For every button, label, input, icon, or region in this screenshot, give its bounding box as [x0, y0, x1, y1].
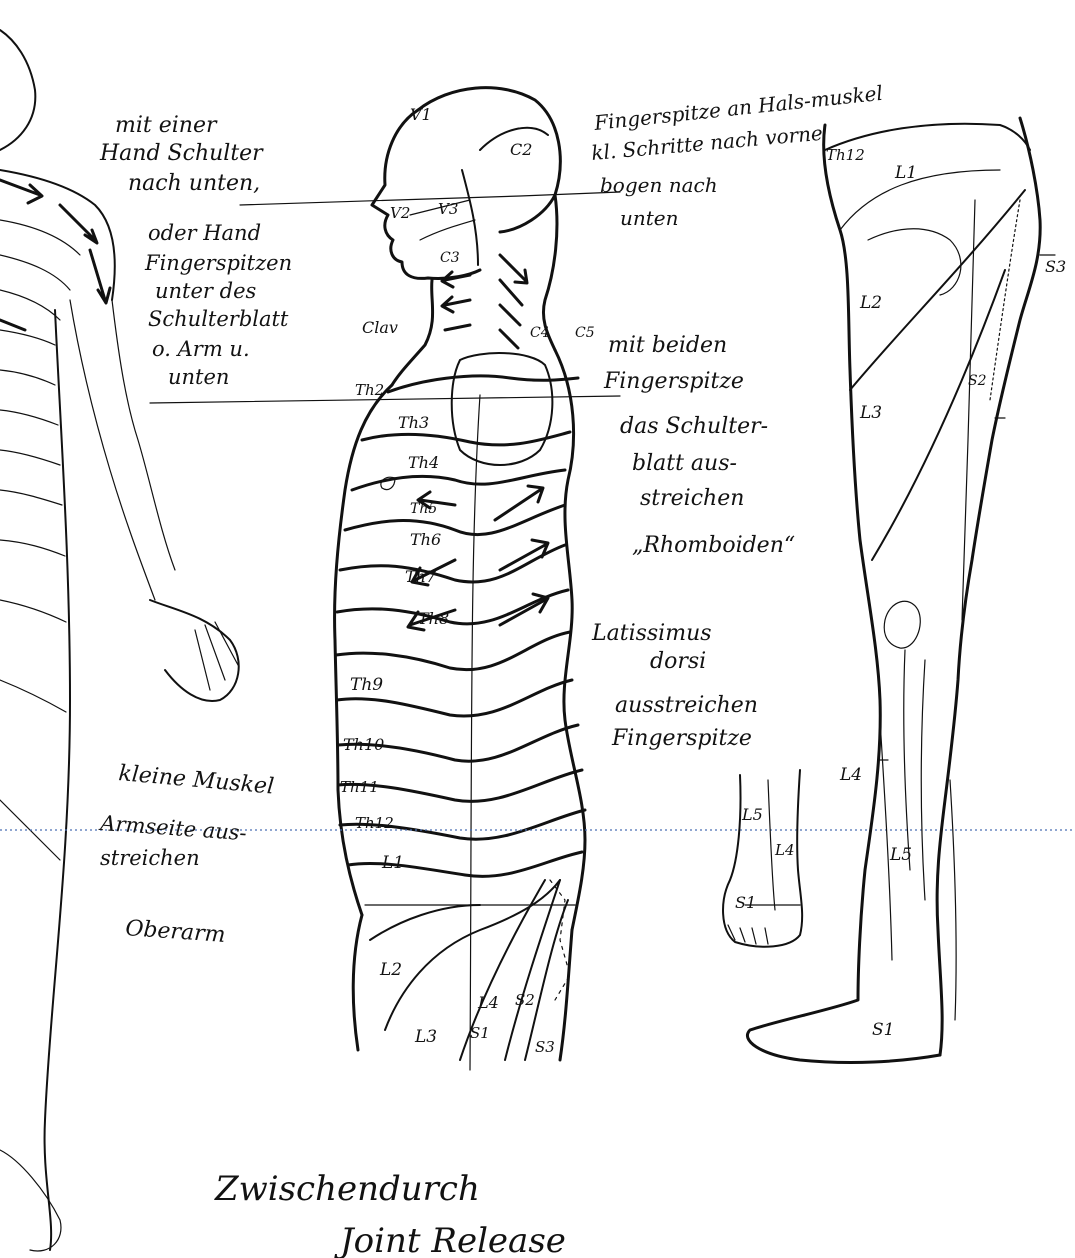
- label-s1: S1: [470, 1024, 490, 1042]
- label-leg-l1: L1: [894, 163, 917, 183]
- label-leg-l2: L2: [859, 293, 882, 313]
- label-th9: Th9: [350, 675, 383, 695]
- note-left-mid-line-1: oder Hand: [148, 221, 261, 245]
- label-th2: Th2: [355, 381, 384, 399]
- note-right-upper-line-4: blatt aus-: [632, 451, 737, 476]
- note-right-mid: Latissimus dorsi ausstreichen Fingerspit…: [591, 621, 758, 751]
- label-leg-s1: S1: [872, 1020, 894, 1040]
- note-left-mid-line-2: Fingerspitzen: [144, 251, 292, 275]
- note-left-lower-line-2: Armseite aus-: [98, 811, 248, 845]
- note-top-right-line-4: unten: [620, 206, 679, 230]
- label-leg-l5: L5: [889, 845, 912, 865]
- note-bottom-line-1: Zwischendurch: [214, 1169, 480, 1209]
- note-bottom-line-2: Joint Release: [334, 1221, 566, 1258]
- label-v3: V3: [438, 200, 458, 218]
- label-c5: C5: [575, 325, 595, 341]
- segment-labels: V1 C2 V2 V3 C3 C4 C5 Clav Th2 Th3 Th4 Th…: [340, 105, 1066, 1056]
- note-right-upper: mit beiden Fingerspitze das Schulter- bl…: [603, 333, 795, 558]
- note-right-mid-line-1: Latissimus: [591, 621, 712, 646]
- label-l1: L1: [381, 853, 404, 873]
- note-right-upper-line-3: das Schulter-: [620, 414, 768, 439]
- torso-front-outline: [335, 385, 392, 915]
- label-th3: Th3: [398, 413, 429, 432]
- label-leg-l4: L4: [839, 765, 862, 785]
- label-c3: C3: [440, 250, 460, 266]
- note-right-mid-line-2: dorsi: [650, 649, 706, 674]
- label-th7: Th7: [405, 567, 437, 586]
- note-top-left: mit einer Hand Schulter nach unten,: [99, 113, 264, 196]
- label-c2: C2: [510, 140, 532, 159]
- label-foot-l5: L5: [741, 805, 763, 824]
- note-left-lower-line-1: kleine Muskel: [117, 761, 275, 799]
- note-left-mid: oder Hand Fingerspitzen unter des Schult…: [144, 221, 292, 389]
- note-left-mid-line-4: Schulterblatt: [148, 307, 289, 331]
- note-top-right-line-1: Fingerspitze an Hals-muskel: [592, 81, 884, 135]
- label-th8: Th8: [418, 609, 449, 628]
- label-leg-th12: Th12: [826, 146, 865, 164]
- note-left-mid-line-5: o. Arm u.: [152, 337, 250, 361]
- label-leg-s2: S2: [968, 373, 987, 389]
- side-torso-figure: [335, 88, 585, 1070]
- label-v1: V1: [410, 105, 432, 124]
- note-left-lower-line-4: Oberarm: [125, 916, 227, 948]
- label-foot-s1: S1: [735, 893, 756, 912]
- label-th11: Th11: [340, 778, 379, 796]
- note-left-mid-line-6: unten: [168, 365, 229, 389]
- note-top-left-line-3: nach unten,: [128, 171, 260, 196]
- label-v2: V2: [390, 204, 410, 222]
- leg-figure: [747, 118, 1055, 1062]
- label-foot-l4: L4: [774, 841, 795, 859]
- note-top-left-line-1: mit einer: [115, 113, 218, 138]
- note-right-upper-line-5: streichen: [640, 486, 744, 511]
- note-top-left-line-2: Hand Schulter: [99, 141, 264, 166]
- note-right-mid-line-3: ausstreichen: [615, 693, 758, 718]
- label-l4: L4: [477, 993, 499, 1012]
- note-top-right-line-3: bogen nach: [600, 173, 718, 197]
- note-right-upper-line-6: „Rhomboiden“: [632, 533, 795, 558]
- label-th4: Th4: [408, 453, 439, 472]
- note-bottom: Zwischendurch Joint Release: [214, 1169, 566, 1258]
- note-left-lower: kleine Muskel Armseite aus- streichen Ob…: [98, 761, 275, 948]
- label-l3: L3: [414, 1027, 437, 1047]
- label-l2: L2: [379, 960, 402, 980]
- reference-line-upper: [240, 192, 620, 205]
- label-th10: Th10: [343, 735, 384, 754]
- label-s3: S3: [535, 1038, 555, 1056]
- note-right-mid-line-4: Fingerspitze: [611, 726, 752, 751]
- label-clav: Clav: [362, 318, 398, 337]
- note-right-upper-line-1: mit beiden: [608, 333, 727, 358]
- label-th12: Th12: [355, 814, 394, 832]
- neck-outline: [392, 280, 433, 385]
- note-left-lower-line-3: streichen: [100, 846, 200, 870]
- front-figure-partial: [0, 30, 239, 1251]
- torso-back-outline: [555, 350, 585, 930]
- label-c4: C4: [530, 325, 550, 341]
- note-left-mid-line-3: unter des: [155, 279, 257, 303]
- scapula-outline: [452, 353, 553, 465]
- label-th6: Th6: [410, 530, 441, 549]
- label-leg-l3: L3: [859, 403, 882, 423]
- label-s2: S2: [515, 991, 535, 1009]
- note-right-upper-line-2: Fingerspitze: [603, 369, 744, 394]
- front-figure-arrows: [0, 180, 110, 330]
- label-th5: Th5: [410, 501, 437, 517]
- label-leg-s3: S3: [1045, 257, 1066, 276]
- reference-line-shoulder: [150, 396, 620, 403]
